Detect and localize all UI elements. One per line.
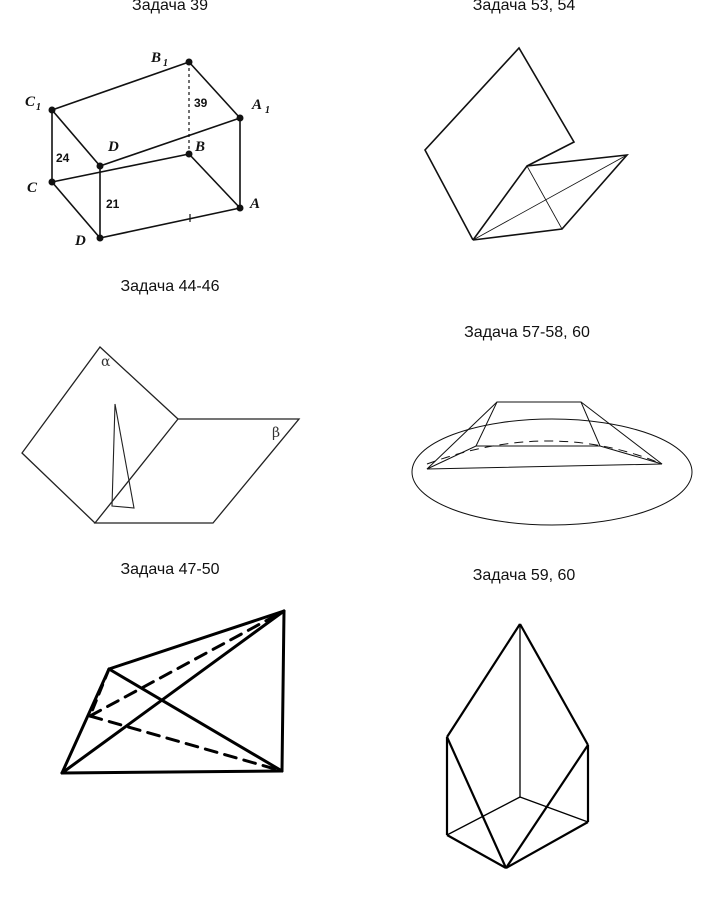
base-ellipse: [411, 418, 693, 526]
number-39: 39: [194, 96, 208, 110]
label-a1-subscript: 1: [265, 105, 270, 116]
label-b1: B: [150, 50, 161, 66]
label-d-top: D: [107, 139, 119, 155]
label-b: B: [194, 139, 205, 155]
edge-d-a1: [99, 117, 241, 167]
figure-task-57-58-60: [411, 401, 693, 526]
triangle-in-alpha: [111, 403, 135, 509]
point-b: [185, 150, 193, 158]
task-39-title: Задача 39: [132, 0, 208, 14]
label-alpha: α: [101, 354, 111, 370]
figure-task-53-54: [424, 46, 629, 241]
label-c1: C: [25, 94, 36, 110]
edge-apex-left: [446, 623, 521, 738]
task-47-50-title: Задача 47-50: [120, 561, 220, 578]
trapezoid-base-face: [426, 445, 663, 470]
label-a1: A: [251, 97, 262, 113]
edge-base-right-rear: [519, 796, 589, 823]
edge-cross: [107, 667, 284, 773]
task-53-54-title: Задача 53, 54: [472, 0, 576, 14]
edge-diag-right: [505, 744, 589, 869]
figure-task-39-points: [48, 58, 244, 242]
figure-task-47-50: [60, 609, 286, 775]
point-c1: [48, 106, 56, 114]
point-c: [48, 178, 56, 186]
edge-hidden-top: [88, 609, 286, 718]
point-a: [236, 204, 244, 212]
edge-hidden-bottom: [88, 714, 284, 773]
edge-base-right-front: [505, 821, 589, 869]
edge-right-rear: [580, 401, 663, 465]
plane-alpha: [21, 346, 179, 524]
task-59-60-title: Задача 59, 60: [472, 567, 576, 584]
point-d-bottom: [96, 234, 104, 242]
label-b1-subscript: 1: [163, 58, 168, 69]
edge-dbottom-a: [99, 207, 241, 239]
number-24: 24: [56, 151, 70, 165]
label-c: C: [27, 180, 38, 196]
edge-base-left-front: [446, 834, 507, 869]
edge-top: [107, 609, 286, 671]
edge-diag-left: [445, 736, 508, 869]
figure-task-39: [51, 61, 241, 239]
label-beta: β: [272, 425, 280, 441]
figure-task-59-60: [445, 623, 590, 869]
point-b1: [185, 58, 193, 66]
edge-apex-right: [519, 623, 589, 746]
number-21: 21: [106, 197, 120, 211]
label-d-bottom: D: [74, 233, 86, 249]
edge-c1-d: [51, 109, 101, 167]
plane-beta: [93, 418, 301, 524]
figure-task-44-46: [21, 346, 301, 524]
edge-c-b: [51, 153, 190, 183]
diagonal-short: [526, 165, 563, 230]
label-c1-subscript: 1: [36, 102, 41, 113]
edge-long-diagonal: [60, 609, 286, 775]
edge-hidden-left: [88, 667, 111, 718]
trapezoid-top: [475, 401, 601, 447]
edge-bottom: [60, 769, 284, 775]
task-44-46-title: Задача 44-46: [120, 278, 220, 295]
edge-right-vertical: [280, 609, 286, 773]
task-57-58-60-title: Задача 57-58, 60: [464, 324, 590, 341]
diagonal-long: [472, 154, 628, 241]
edge-b-a: [188, 153, 241, 209]
plane-upper: [424, 46, 576, 241]
label-a: A: [249, 196, 260, 212]
point-a1: [236, 114, 244, 122]
edge-c-dbottom: [51, 181, 101, 239]
edge-left-rear: [426, 401, 498, 470]
edge-b1-a1: [188, 61, 241, 119]
point-d-top: [96, 162, 104, 170]
edge-c1-b1: [51, 61, 190, 111]
